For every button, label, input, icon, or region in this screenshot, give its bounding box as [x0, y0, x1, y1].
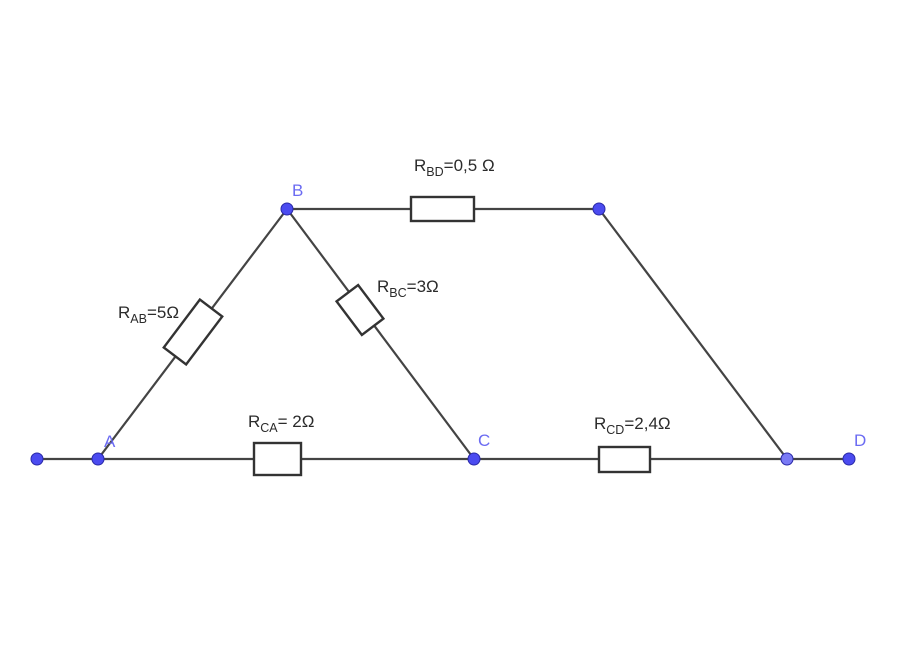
resistor-ca	[252, 441, 303, 477]
node-left-terminal	[30, 452, 44, 466]
resistor-bc	[334, 283, 386, 337]
node-labels: A B C D	[104, 181, 866, 451]
resistors	[162, 195, 652, 477]
node-label-b: B	[292, 181, 303, 200]
wires	[35, 207, 851, 461]
node-d	[842, 452, 856, 466]
resistor-label-cd: RCD=2,4Ω	[594, 414, 671, 437]
node-label-d: D	[854, 431, 866, 450]
node-top-right	[592, 202, 606, 216]
resistor-bd	[409, 195, 476, 223]
wire-top-right-down	[597, 207, 789, 461]
node-b	[280, 202, 294, 216]
resistor-ab	[162, 297, 224, 367]
resistor-label-ab: RAB=5Ω	[118, 303, 179, 326]
resistor-label-bd: RBD=0,5 Ω	[414, 156, 495, 179]
resistor-label-bc: RBC=3Ω	[377, 277, 439, 300]
node-c	[467, 452, 481, 466]
resistor-label-ca: RCA= 2Ω	[248, 412, 314, 435]
node-junction-right	[780, 452, 794, 466]
resistor-labels: RBD=0,5 Ω RBC=3Ω RAB=5Ω RCA= 2Ω RCD=2,4Ω	[118, 156, 671, 437]
wire-B-C	[285, 207, 476, 461]
resistor-cd	[597, 445, 652, 474]
node-a	[91, 452, 105, 466]
nodes	[30, 202, 856, 466]
node-label-a: A	[104, 432, 116, 451]
node-label-c: C	[478, 431, 490, 450]
